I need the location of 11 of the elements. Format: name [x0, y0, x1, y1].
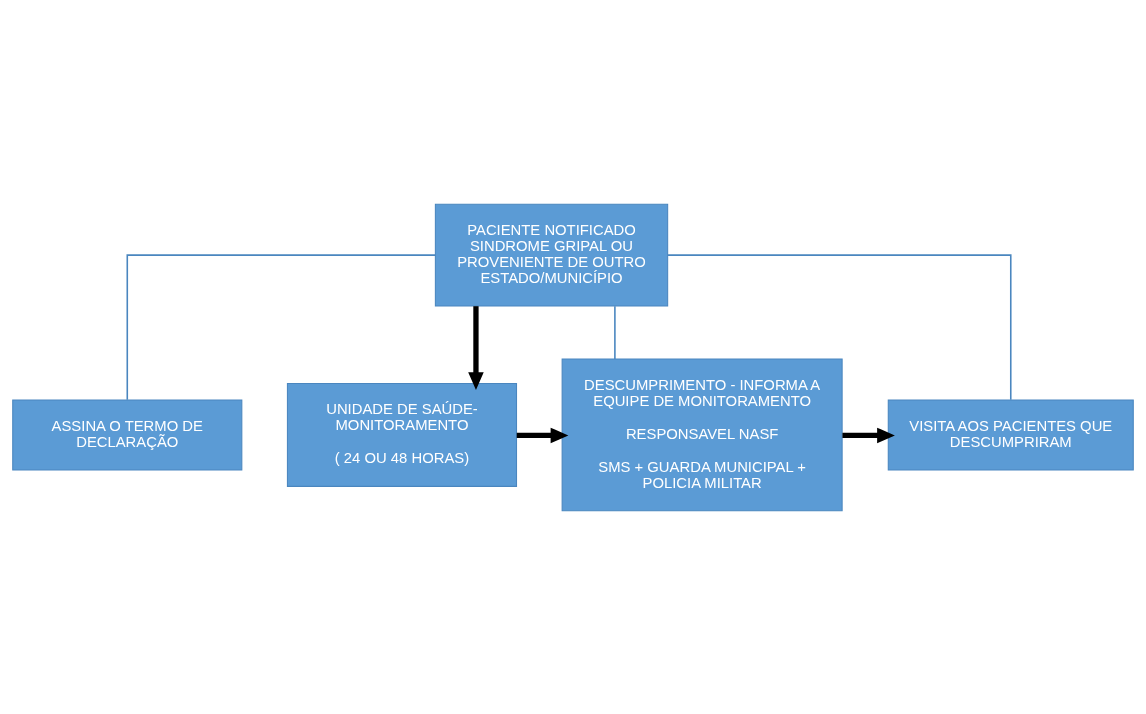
node-box: UNIDADE DE SAÚDE- MONITORAMENTO ( 24 OU 48 HORAS) — [286, 382, 518, 487]
arrow — [842, 427, 895, 443]
node-box: ASSINA O TERMO DE DECLARAÇÃO — [12, 398, 243, 470]
connector — [614, 304, 616, 360]
node-box: VISITA AOS PACIENTES QUE DESCUMPRIRAM — [887, 398, 1134, 470]
arrow — [468, 305, 484, 390]
node-box: PACIENTE NOTIFICADO SINDROME GRIPAL OU PROVENIENTE DE OUTRO ESTADO/MUNICÍPIO — [434, 203, 669, 307]
node-box: DESCUMPRIMENTO - INFORMA A EQUIPE DE MONITORAMENTO RESPONSAVEL NASF SMS + GUARDA MUNICIPAL + POLICIA MILITAR — [561, 358, 843, 511]
connector — [126, 253, 437, 401]
connector — [666, 253, 1012, 401]
arrow — [516, 427, 569, 443]
